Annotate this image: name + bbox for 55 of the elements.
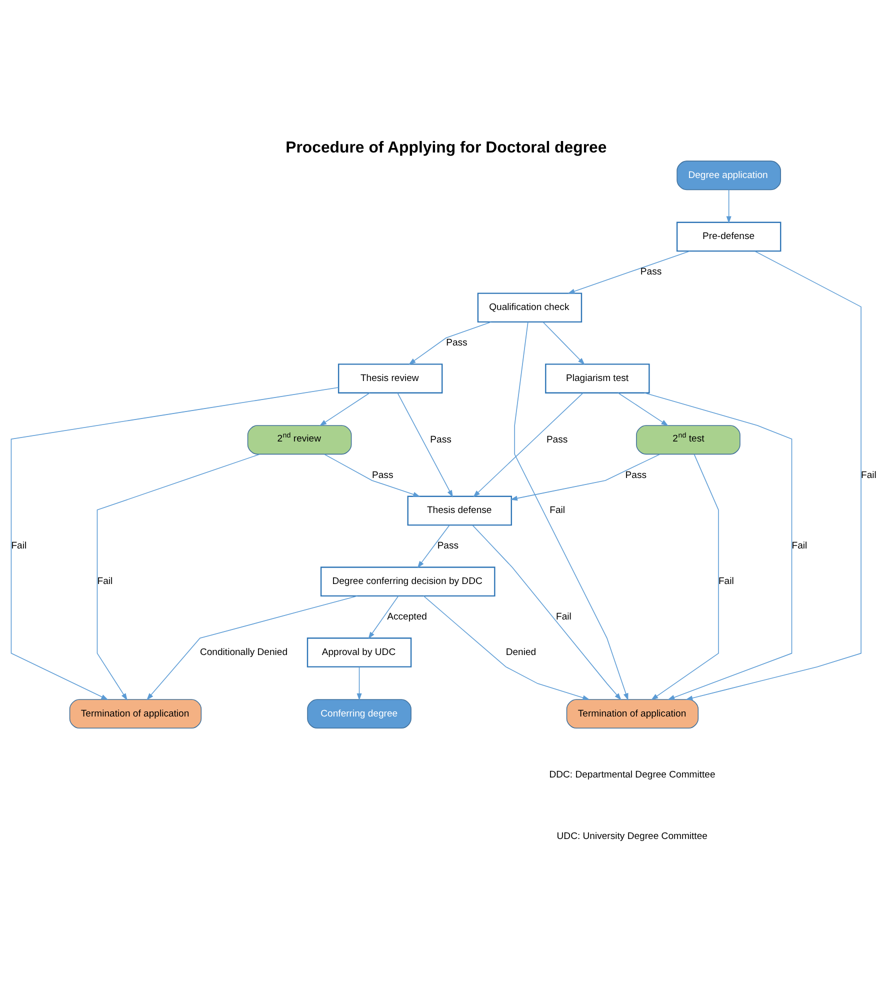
edge-label: Fail <box>792 540 808 552</box>
arrow <box>726 188 732 223</box>
node-box: Qualification check <box>477 292 582 322</box>
arrow <box>423 595 590 700</box>
edge-label: Accepted <box>387 611 427 622</box>
arrow <box>10 386 339 700</box>
edge-label: Pass <box>446 337 468 348</box>
edge-label: Fail <box>718 576 734 587</box>
edge-label: Denied <box>506 646 536 658</box>
label: UDC: University Degree Committee <box>556 830 708 842</box>
edge-label: Pass <box>625 469 647 480</box>
arrow <box>146 595 358 700</box>
arrow <box>356 666 362 700</box>
node-box: Degree conferring decision by DDC <box>320 566 496 596</box>
node-box: 2$^{nd}$ test <box>636 424 740 454</box>
arrow <box>510 453 660 500</box>
edge-label: Pass <box>546 434 568 445</box>
node-box: Degree application <box>676 160 781 190</box>
arrow <box>417 524 450 568</box>
arrow <box>408 321 492 364</box>
arrow <box>473 392 584 497</box>
arrow <box>514 321 628 700</box>
diagram-title: Procedure of Applying for Doctoral degree <box>286 138 607 156</box>
arrow <box>685 250 862 700</box>
node-box: Conferring degree <box>307 698 412 728</box>
node-box: Approval by UDC <box>306 637 412 667</box>
edge-label: Fail <box>11 540 27 552</box>
arrow <box>568 250 690 294</box>
label: DDC: Departmental Degree Committee <box>549 769 716 780</box>
node-box: Thesis defense <box>407 495 512 526</box>
arrow <box>644 392 792 700</box>
node-box: Thesis review <box>338 363 443 393</box>
node-box: 2$^{nd}$ review <box>247 424 352 454</box>
arrow <box>368 595 399 639</box>
arrow <box>472 524 622 700</box>
edge-label: Pass <box>430 434 452 445</box>
edge-label: Fail <box>97 576 113 587</box>
edge-label: Fail <box>556 611 572 622</box>
node-box: Termination of application <box>566 698 699 728</box>
arrow <box>96 453 260 700</box>
edge-label: Fail <box>861 469 876 480</box>
arrow <box>618 392 668 426</box>
arrow <box>319 392 370 426</box>
edge-label: Pass <box>640 266 662 278</box>
edge-label: Fail <box>550 504 566 516</box>
edge-label: Pass <box>372 469 394 480</box>
edge-label: Conditionally Denied <box>200 646 288 658</box>
node-box: Pre-defense <box>676 221 782 252</box>
arrow <box>651 453 719 700</box>
edge-label: Pass <box>437 540 459 552</box>
node-box: Termination of application <box>69 698 202 728</box>
arrow <box>542 321 585 364</box>
arrow <box>397 392 454 497</box>
arrow <box>324 453 420 496</box>
node-box: Plagiarism test <box>545 363 650 393</box>
